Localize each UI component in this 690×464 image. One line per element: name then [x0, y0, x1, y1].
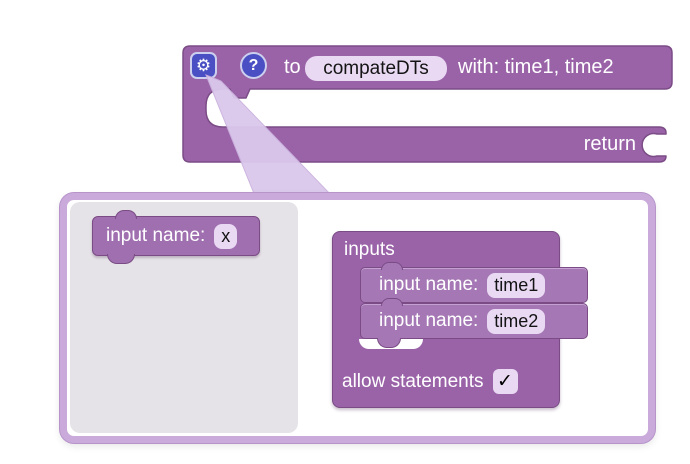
gear-icon: ⚙ — [195, 55, 212, 75]
input-block-time1[interactable]: input name: time1 — [360, 262, 588, 303]
mutator-gear-button[interactable]: ⚙ — [190, 52, 217, 79]
help-button[interactable]: ? — [240, 52, 267, 79]
flyout-input-label: input name: — [106, 225, 206, 246]
input-name-field-time1[interactable]: time1 — [487, 272, 546, 298]
checkmark-icon: ✓ — [497, 371, 513, 392]
procedure-name-field[interactable]: compateDTs — [305, 56, 447, 81]
question-icon: ? — [248, 56, 259, 74]
input-name-field-time2[interactable]: time2 — [487, 308, 546, 334]
allow-statements-row: allow statements ✓ — [342, 369, 518, 394]
input-name-label: input name: — [379, 310, 479, 331]
return-label: return — [583, 133, 636, 155]
allow-statements-checkbox[interactable]: ✓ — [492, 369, 518, 394]
params-label: with: time1, time2 — [458, 56, 614, 78]
flyout-input-block[interactable]: input name: x — [92, 210, 260, 264]
allow-statements-label: allow statements — [342, 370, 484, 392]
input-name-label: input name: — [379, 274, 479, 295]
flyout-input-name-field[interactable]: x — [214, 223, 238, 249]
define-block-shape[interactable] — [182, 45, 673, 163]
inputs-container-label: inputs — [344, 239, 395, 260]
to-label: to — [284, 56, 301, 78]
input-block-time2[interactable]: input name: time2 — [360, 298, 588, 339]
